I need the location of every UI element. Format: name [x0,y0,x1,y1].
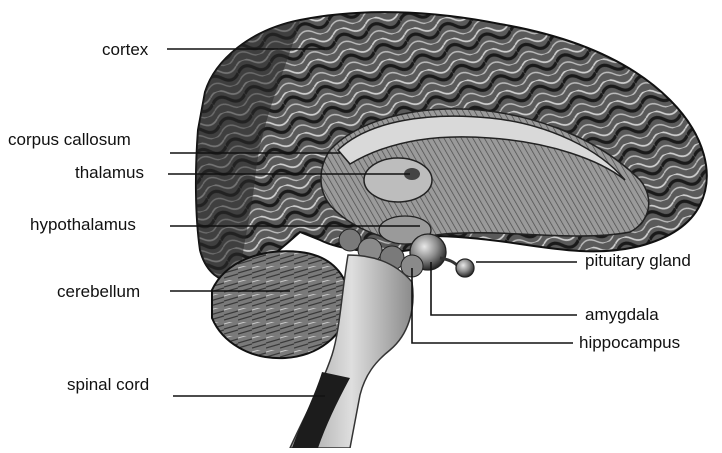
label-hippocampus: hippocampus [579,333,680,353]
cerebellum-shape [212,251,349,358]
label-cortex: cortex [102,40,148,60]
label-thalamus: thalamus [75,163,144,183]
label-corpus-callosum: corpus callosum [8,130,131,150]
label-cerebellum: cerebellum [57,282,140,302]
pituitary-gland-shape [456,259,474,277]
label-hypothalamus: hypothalamus [30,215,136,235]
thalamus-shape [364,158,432,202]
leader-amygdala [431,262,577,315]
leader-hippocampus [412,268,573,343]
label-spinal-cord: spinal cord [67,375,149,395]
label-amygdala: amygdala [585,305,659,325]
label-pituitary-gland: pituitary gland [585,251,691,271]
